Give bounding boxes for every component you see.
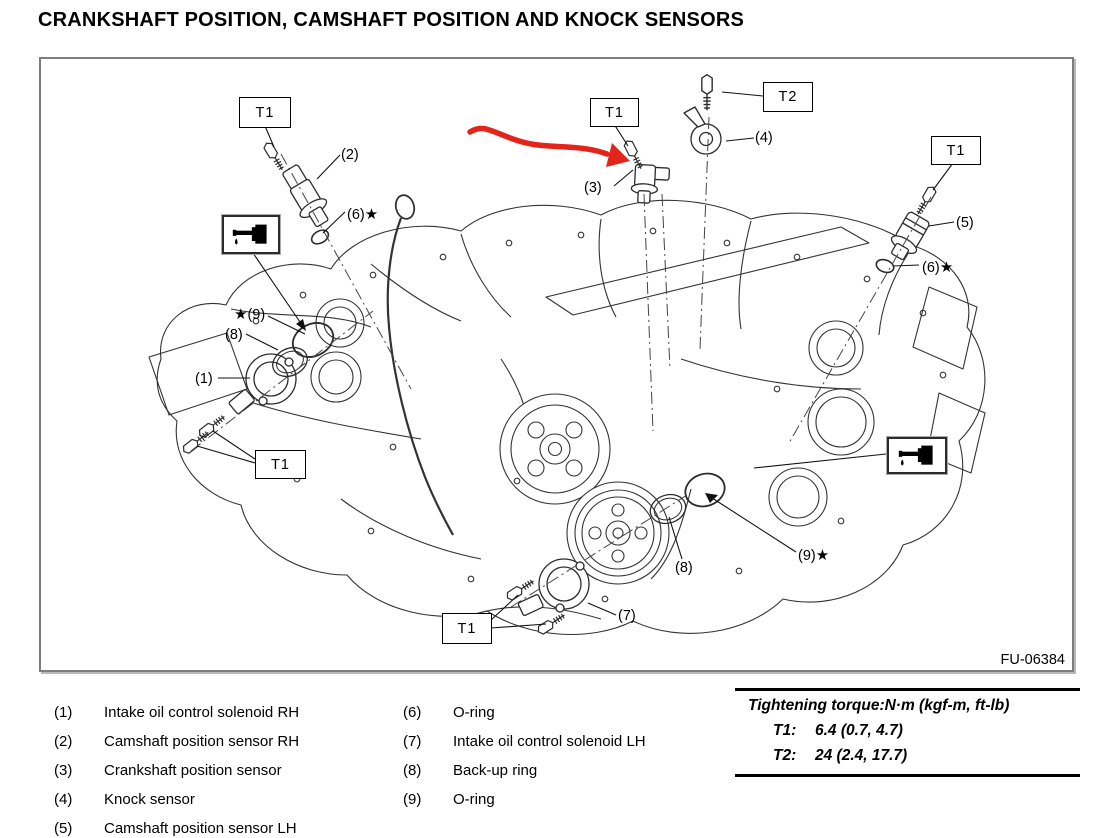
- part-label-9-rh: ★(9): [234, 306, 266, 323]
- part-label-8-rh: (8): [225, 327, 243, 343]
- torque-callout-t2: T2: [763, 82, 813, 112]
- torque-callout-t1-right: T1: [931, 136, 981, 165]
- oil-can-icon: [898, 445, 933, 466]
- part-label-6-rh: (6)★: [347, 206, 379, 223]
- torque-table-header: Tightening torque:N·m (kgf-m, ft-lb): [748, 697, 1010, 714]
- leader-lines: [196, 91, 955, 629]
- part-label-9-lh: (9)★: [798, 547, 830, 564]
- annotation-arrow: [467, 125, 630, 167]
- backup-ring-8-lh: [649, 493, 687, 525]
- o-ring-6-rh: [310, 229, 330, 245]
- crankshaft-position-sensor: [630, 163, 671, 204]
- oil-can-icon: [232, 224, 267, 245]
- oil-lubrication-icon-right: [886, 436, 948, 475]
- part-label-7: (7): [618, 608, 636, 624]
- torque-row-t1: T1: 6.4 (0.7, 4.7): [773, 722, 903, 739]
- torque-table: Tightening torque:N·m (kgf-m, ft-lb) T1:…: [735, 688, 1080, 777]
- part-label-6-lh: (6)★: [922, 259, 954, 276]
- part-label-2: (2): [341, 147, 359, 163]
- part-label-5: (5): [956, 215, 974, 231]
- part-label-1: (1): [195, 371, 213, 387]
- o-ring-9-rh: [291, 322, 335, 358]
- diagram-frame: T1 T1 T2 T1 T1 T1 (2) (6)★ ★(9) (8) (1) …: [39, 57, 1074, 672]
- torque-callout-t1-bottom-center: T1: [442, 613, 492, 644]
- idler-pulley: [499, 393, 611, 505]
- torque-callout-t1-bottom-left: T1: [255, 450, 306, 479]
- oil-lubrication-icon-left: [221, 214, 281, 255]
- torque-callout-t1-top-left: T1: [239, 97, 291, 128]
- part-label-8-lh: (8): [675, 560, 693, 576]
- part-label-4: (4): [755, 130, 773, 146]
- star-icon: ★: [939, 259, 954, 276]
- part-label-3: (3): [584, 180, 602, 196]
- backup-ring-8-rh: [272, 346, 308, 378]
- star-icon: ★: [364, 206, 379, 223]
- camshaft-position-sensor-rh: [282, 164, 329, 228]
- page-title: CRANKSHAFT POSITION, CAMSHAFT POSITION A…: [38, 9, 745, 31]
- figure-code: FU-06384: [1000, 652, 1065, 668]
- knock-sensor: [683, 106, 722, 155]
- intake-oil-control-solenoid-lh: [517, 558, 590, 616]
- crank-pulley: [566, 481, 670, 585]
- bolt-dots: [252, 227, 947, 603]
- assembly-centerlines: [190, 116, 932, 608]
- star-icon: ★: [815, 547, 830, 564]
- engine-illustration: [148, 194, 986, 635]
- engine-diagram-art: [148, 73, 986, 637]
- star-icon: ★: [234, 306, 248, 323]
- torque-callout-t1-top-center: T1: [590, 98, 639, 127]
- intake-oil-control-solenoid-rh: [228, 353, 297, 415]
- torque-row-t2: T2: 24 (2.4, 17.7): [773, 747, 908, 764]
